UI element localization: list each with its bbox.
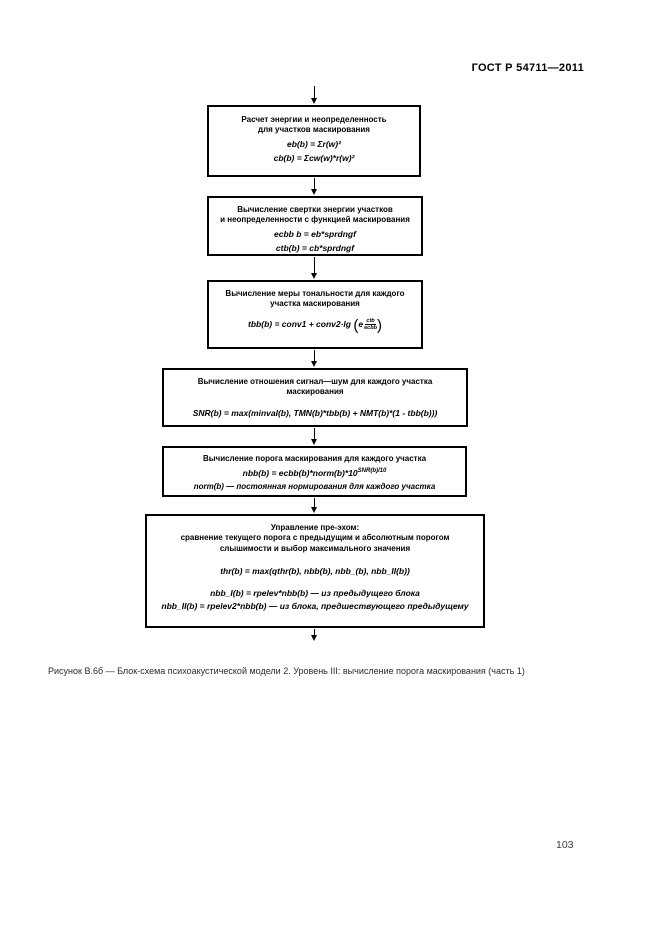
box-title-line: Вычисление свертки энергии участков — [237, 205, 393, 214]
formula-main: nbb(b) = ecbb(b)*norm(b)*10 — [242, 468, 358, 479]
arrow-down-icon — [311, 629, 317, 641]
box-formula: nbb_I(b) = rpelev*nbb(b) — из предыдущег… — [210, 587, 420, 598]
box-formula: cb(b) = Σcw(w)*r(w)² — [273, 153, 355, 164]
arrow-down-icon — [311, 498, 317, 513]
close-paren: ) — [376, 316, 382, 334]
flow-box-tonality: Вычисление меры тональности для каждого … — [207, 280, 423, 349]
document-code-header: ГОСТ Р 54711—2011 — [471, 62, 584, 74]
box-title-line: для участков маскирования — [258, 125, 370, 135]
box-title-line: и неопределенности с функцией маскирован… — [220, 215, 410, 225]
box-formula-note: norm(b) — постоянная нормирования для ка… — [193, 481, 436, 491]
formula-exponent: SNR(b)/10 — [357, 468, 387, 475]
arrow-down-icon — [311, 86, 317, 104]
flow-box-masking-threshold: Вычисление порога маскирования для каждо… — [162, 446, 467, 497]
formula-base: e — [358, 318, 364, 329]
box-title-line: слышимости и выбор максимального значени… — [219, 543, 411, 553]
arrow-down-icon — [311, 350, 317, 367]
box-title-line: маскирования — [286, 387, 344, 397]
box-title-line: сравнение текущего порога с предыдущим и… — [180, 533, 450, 543]
box-title-line: Вычисление меры тональности для каждого — [225, 289, 405, 298]
box-formula: nbb_II(b) = rpelev2*nbb(b) — из блока, п… — [161, 601, 469, 612]
box-title-line: Управление пре-эхом: — [270, 523, 360, 532]
box-formula: eb(b) = Σr(w)² — [287, 138, 341, 149]
page-number: 103 — [556, 839, 574, 851]
box-formula: SNR(b) = max(minval(b), TMN(b)*tbb(b) + … — [192, 407, 438, 418]
flow-box-preecho-control: Управление пре-эхом: сравнение текущего … — [145, 514, 485, 628]
figure-caption: Рисунок В.6б — Блок-схема психоакустичес… — [48, 666, 525, 676]
box-formula: ctb(b) = cb*sprdngf — [275, 243, 355, 254]
box-formula: thr(b) = max(qthr(b), nbb(b), nbb_(b), n… — [220, 566, 410, 577]
box-title-line: Расчет энергии и неопределенность — [241, 115, 387, 124]
box-formula: nbb(b) = ecbb(b)*norm(b)*10SNR(b)/10 — [164, 467, 465, 479]
flow-box-energy-calc: Расчет энергии и неопределенность для уч… — [207, 105, 421, 177]
box-formula: ecbb b = eb*sprdngf — [274, 228, 356, 239]
open-paren: ( — [353, 316, 359, 334]
flow-box-snr: Вычисление отношения сигнал—шум для кажд… — [162, 368, 468, 427]
box-title-line: участка маскирования — [270, 299, 360, 309]
formula-prefix: tbb(b) = conv1 + conv2·lg — [248, 318, 351, 329]
fraction-denominator: ecbb — [364, 325, 377, 332]
arrow-down-icon — [311, 428, 317, 445]
box-title-line: Вычисление порога маскирования для каждо… — [202, 454, 427, 463]
fraction-numerator: ctb — [365, 317, 376, 326]
box-title-line: Вычисление отношения сигнал—шум для кажд… — [197, 377, 433, 386]
flow-box-convolution: Вычисление свертки энергии участков и не… — [207, 196, 423, 256]
arrow-down-icon — [311, 178, 317, 195]
arrow-down-icon — [311, 257, 317, 279]
